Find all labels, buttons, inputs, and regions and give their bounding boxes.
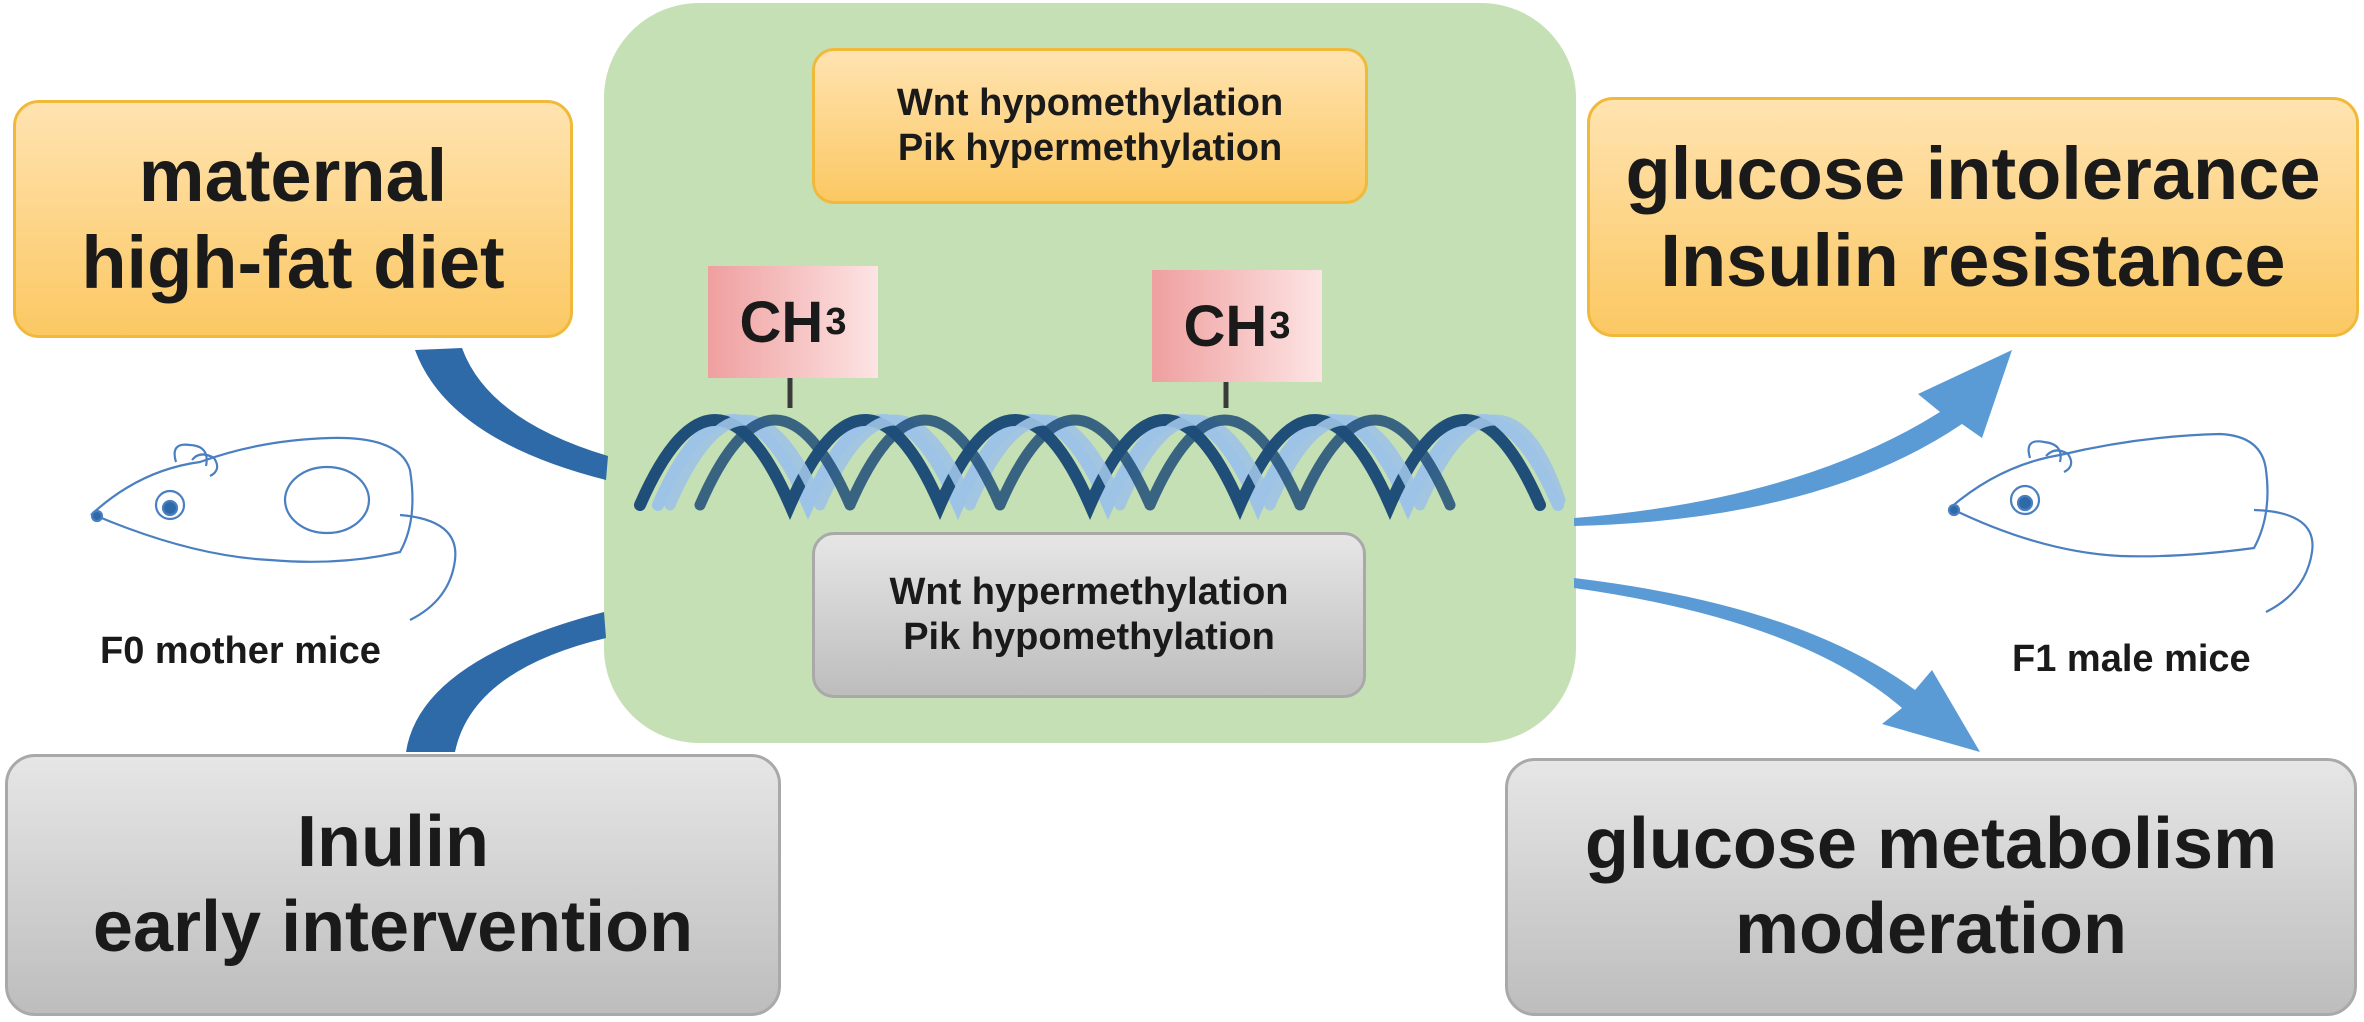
arrow-hfd-to-panel xyxy=(415,348,608,480)
hfd-methylation-line-2: Pik hypermethylation xyxy=(897,127,1283,169)
maternal-high-fat-diet-box: maternal high-fat diet xyxy=(13,100,573,338)
outcome-hfd-line-1: glucose intolerance xyxy=(1625,131,2321,215)
inulin-intervention-box: Inulin early intervention xyxy=(5,754,781,1016)
cause-line-1: maternal xyxy=(138,133,448,217)
methyl-subscript-2: 3 xyxy=(1269,304,1291,347)
arrow-panel-to-intolerance xyxy=(1574,350,2012,526)
glucose-intolerance-box: glucose intolerance Insulin resistance xyxy=(1587,97,2359,337)
hfd-methylation-box: Wnt hypomethylation Pik hypermethylation xyxy=(812,48,1368,204)
arrow-panel-to-moderation xyxy=(1574,578,1980,752)
f1-male-mice-label: F1 male mice xyxy=(2012,638,2251,680)
outcome-inulin-line-2: moderation xyxy=(1734,889,2128,969)
outcome-inulin-line-1: glucose metabolism xyxy=(1584,804,2278,885)
hfd-methylation-line-1: Wnt hypomethylation xyxy=(896,82,1284,125)
methyl-base-1: CH xyxy=(739,289,824,355)
f0-mother-mice-label: F0 mother mice xyxy=(100,630,381,672)
inulin-methylation-box: Wnt hypermethylation Pik hypomethylation xyxy=(812,532,1366,698)
methyl-base-2: CH xyxy=(1183,293,1268,359)
mother-mouse xyxy=(90,436,457,621)
intervention-line-2: early intervention xyxy=(92,887,694,967)
cause-line-2: high-fat diet xyxy=(81,221,505,304)
outcome-hfd-line-2: Insulin resistance xyxy=(1660,219,2286,302)
offspring-mouse xyxy=(1947,432,2314,613)
dna-helix xyxy=(634,413,1566,521)
inulin-methylation-line-1: Wnt hypermethylation xyxy=(889,571,1289,614)
intervention-line-1: Inulin xyxy=(297,802,489,883)
inulin-methylation-line-2: Pik hypomethylation xyxy=(903,616,1275,658)
methyl-subscript-1: 3 xyxy=(825,300,847,343)
arrow-inulin-to-panel xyxy=(406,612,606,752)
glucose-moderation-box: glucose metabolism moderation xyxy=(1505,758,2357,1016)
